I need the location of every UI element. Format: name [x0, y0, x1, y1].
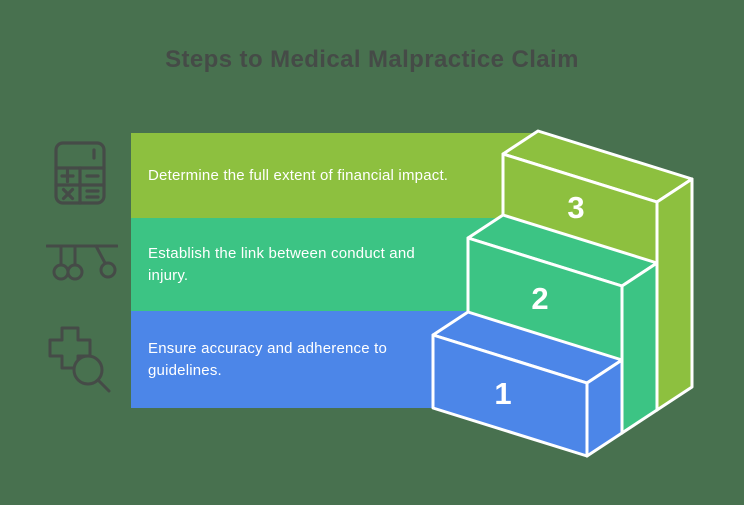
calculator-icon — [54, 141, 106, 205]
page-title: Steps to Medical Malpractice Claim — [165, 46, 579, 73]
step-2-number: 2 — [531, 281, 548, 316]
step-1-block — [431, 310, 624, 458]
step-3-text: Determine the full extent of financial i… — [148, 166, 449, 184]
newtons-cradle-icon — [46, 244, 118, 281]
step-1-text: Ensure accuracy and adherence to guideli… — [148, 339, 388, 379]
step-1-band: Ensure accuracy and adherence to guideli… — [131, 311, 468, 408]
step-2-text: Establish the link between conduct and i… — [148, 244, 415, 284]
step-3-band: Determine the full extent of financial i… — [131, 133, 538, 218]
step-3-number: 3 — [567, 190, 584, 225]
step-1-number: 1 — [494, 376, 511, 411]
step-2-band: Establish the link between conduct and i… — [131, 218, 503, 311]
medical-cross-magnifier-icon — [48, 326, 111, 393]
